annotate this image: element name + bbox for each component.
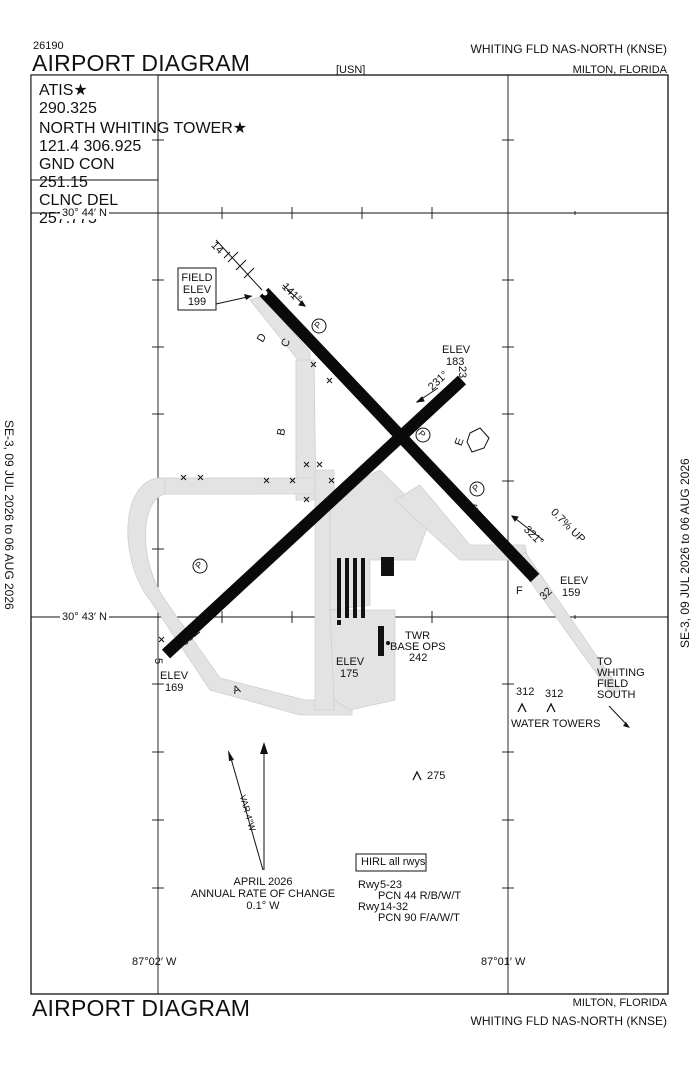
- lighting-note: HIRL all rwys: [361, 856, 426, 868]
- runway-5-elev: 169: [165, 682, 184, 694]
- apron-elev: 175: [340, 668, 359, 680]
- hirl-box: [355, 853, 427, 872]
- field-elev-value: 199: [187, 296, 207, 308]
- runway-23-elev-label: ELEV: [442, 344, 471, 356]
- taxiway-e-feature: [466, 427, 490, 453]
- operator-label: [USN]: [336, 64, 366, 76]
- obstruction-symbols: [412, 702, 556, 781]
- variation-date: APRIL 2026: [233, 876, 293, 888]
- footer-airport-name: WHITING FLD NAS-NORTH (KNSE): [470, 1014, 667, 1028]
- to-south-line3: FIELD: [597, 678, 629, 690]
- apron-elev-label: ELEV: [336, 656, 365, 668]
- pcn-value: PCN 90 F/A/W/T: [378, 912, 460, 924]
- closed-marks: [158, 361, 335, 643]
- tower-base-ops-label: BASE OPS: [390, 641, 446, 653]
- pcn-runway: 5-23: [380, 879, 403, 891]
- chart-frame: [30, 74, 669, 995]
- field-elev-title2: ELEV: [182, 284, 212, 296]
- variation-rate-label: ANNUAL RATE OF CHANGE: [190, 888, 336, 900]
- obstacle-icon: [412, 770, 422, 781]
- pcn-label: Rwy: [358, 901, 380, 913]
- page-title: AIRPORT DIAGRAM: [32, 50, 251, 76]
- taxiway-g-label: G: [470, 503, 479, 515]
- heading-arrows: [180, 284, 544, 647]
- tower-frequency: 121.4 306.925: [39, 138, 142, 155]
- lon-west-label: 87°02′ W: [132, 956, 177, 968]
- pcn-label: Rwy: [358, 879, 380, 891]
- runway-14-threshold-light: [262, 290, 268, 296]
- runway-32-elev: 159: [562, 587, 581, 599]
- obstacle-height: 275: [427, 770, 446, 782]
- water-tower-icon: [546, 702, 556, 713]
- runway-markers: [192, 318, 485, 574]
- lat-south-label: 30° 43′ N: [60, 611, 109, 623]
- comms-box: [30, 74, 159, 181]
- water-towers-label: WATER TOWERS: [511, 718, 601, 730]
- runway-14-32: [259, 287, 540, 583]
- footer-title: AIRPORT DIAGRAM: [32, 995, 251, 1021]
- comms-list: ATIS★ 290.325 NORTH WHITING TOWER★ 121.4…: [39, 80, 247, 228]
- runways: [161, 287, 540, 659]
- runway-5-elev-label: ELEV: [160, 670, 189, 682]
- water-tower-height: 312: [545, 688, 564, 700]
- grid-ticks: [152, 139, 576, 889]
- runway-5-id: 5: [152, 657, 165, 665]
- lon-east-label: 87°01′ W: [481, 956, 526, 968]
- tower-label: NORTH WHITING TOWER★: [39, 120, 248, 137]
- city-label: MILTON, FLORIDA: [572, 64, 667, 76]
- runway-32-elev-label: ELEV: [560, 575, 589, 587]
- clearance-label: CLNC DEL: [39, 192, 119, 209]
- to-south-line4: SOUTH: [597, 689, 636, 701]
- taxiway-f-label: F: [516, 585, 523, 597]
- runway-5-23: [161, 375, 467, 659]
- tower-dot: [386, 641, 390, 645]
- ground-label: GND CON: [39, 156, 115, 173]
- lat-north-label: 30° 44′ N: [60, 207, 109, 219]
- tower-label: TWR: [405, 630, 431, 642]
- apron-buildings: [337, 557, 394, 656]
- pcn-runway: 14-32: [380, 901, 409, 913]
- to-south-arrow: [608, 705, 629, 727]
- pcn-value: PCN 44 R/B/W/T: [378, 890, 462, 902]
- atis-frequency: 290.325: [39, 100, 97, 117]
- variation-arrows: [228, 742, 268, 871]
- variation-rate: 0.1° W: [246, 900, 280, 912]
- water-tower-icon: [517, 702, 527, 713]
- field-elev-box: [177, 267, 217, 311]
- ground-frequency: 251.15: [39, 174, 88, 191]
- to-south-line1: TO: [597, 656, 613, 668]
- tower-elev: 242: [409, 652, 428, 664]
- airport-name: WHITING FLD NAS-NORTH (KNSE): [470, 42, 667, 56]
- atis-label: ATIS★: [39, 82, 88, 99]
- water-tower-height: 312: [516, 686, 535, 698]
- pavement: [127, 295, 621, 716]
- chart-number: 26190: [33, 40, 64, 52]
- field-elev-title: FIELD: [181, 272, 213, 284]
- to-south-line2: WHITING: [597, 667, 645, 679]
- runway-23-elev: 183: [446, 356, 465, 368]
- footer-city: MILTON, FLORIDA: [572, 997, 667, 1009]
- approach-lights: [215, 239, 263, 291]
